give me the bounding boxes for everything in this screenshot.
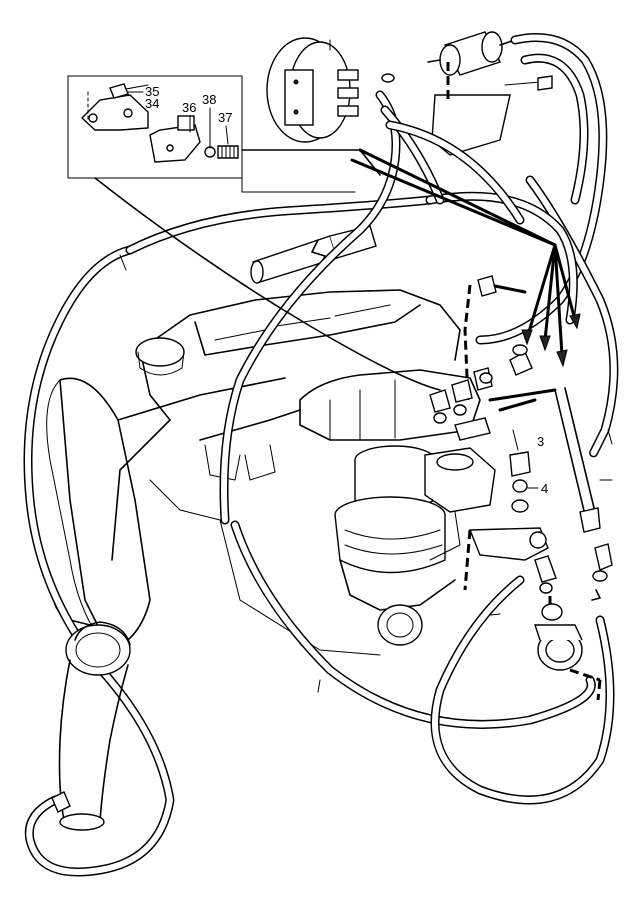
oil-filler-cap (135, 337, 185, 367)
label-38: 38 (202, 92, 216, 107)
pointer-lines (94, 148, 581, 391)
fuel-filter (427, 31, 553, 156)
label-34: 34 (145, 96, 159, 111)
vacuum-unit (534, 596, 602, 701)
hose-clips (119, 39, 613, 693)
bracket-detail-inset: 35 34 36 38 37 (67, 75, 381, 193)
label-3: 3 (537, 434, 544, 449)
elbow-hose (51, 621, 131, 831)
label-37: 37 (218, 110, 232, 125)
label-4: 4 (541, 481, 548, 496)
label-35: 35 (145, 84, 159, 99)
hose-fittings: 3 4 (429, 275, 613, 601)
vacuum-hoses (23, 33, 619, 877)
label-36: 36 (182, 100, 196, 115)
control-unit-top (266, 37, 395, 143)
engine-block (46, 289, 496, 656)
